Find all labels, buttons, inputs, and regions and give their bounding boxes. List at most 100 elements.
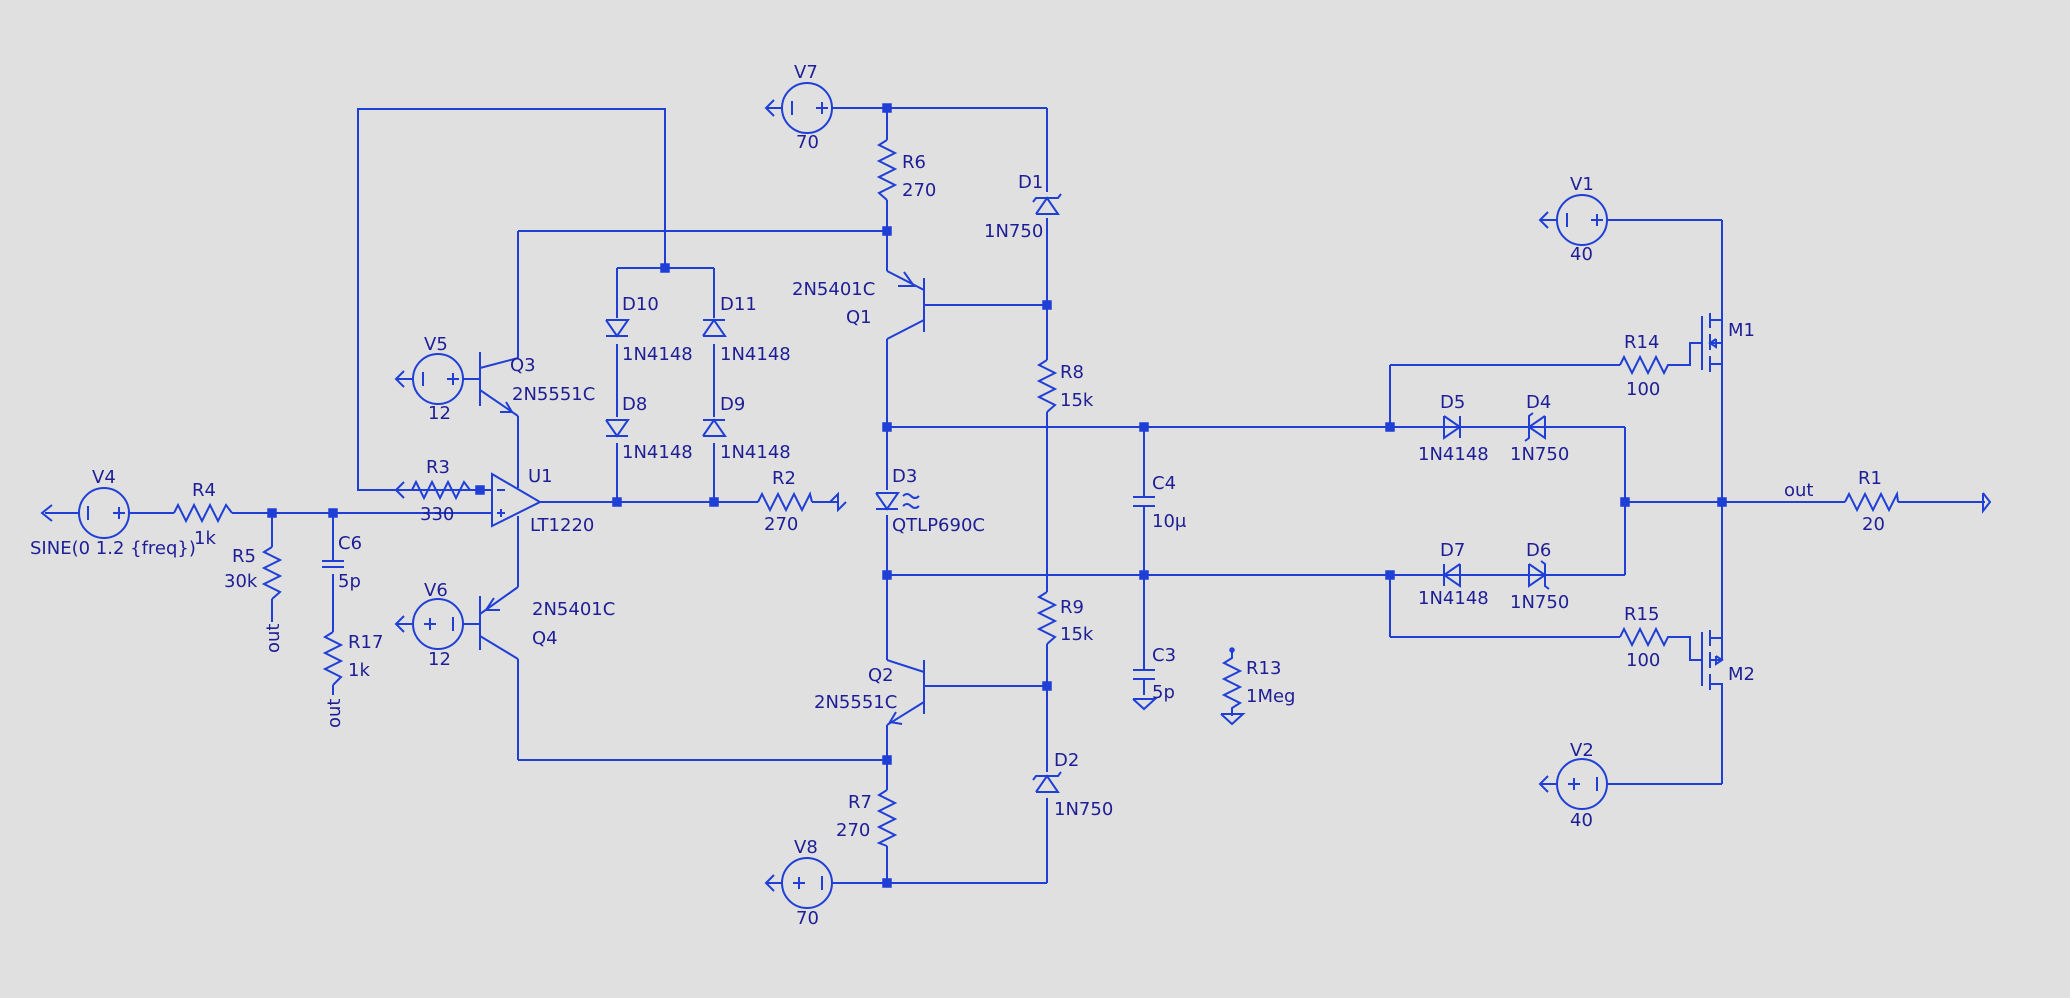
voltage-source-v6[interactable]: V6 12 <box>394 580 480 670</box>
label-c3-value: 5p <box>1152 682 1175 703</box>
label-v5-value: 12 <box>428 403 451 424</box>
resistor-r13[interactable]: R13 1Meg <box>1220 647 1295 726</box>
label-v8-value: 70 <box>796 908 819 929</box>
label-v5-name: V5 <box>424 334 448 355</box>
label-r13-name: R13 <box>1246 658 1281 679</box>
label-d4-name: D4 <box>1526 392 1551 413</box>
voltage-source-v5[interactable]: V5 12 <box>394 334 480 424</box>
resistor-r17[interactable]: R17 1k <box>322 631 383 686</box>
label-q1-value: 2N5401C <box>792 279 875 300</box>
resistor-r1[interactable]: R1 20 <box>1844 468 1992 535</box>
label-v2-name: V2 <box>1570 740 1594 761</box>
resistor-r4[interactable]: R4 1k <box>173 480 233 549</box>
voltage-source-v2[interactable]: V2 40 <box>1538 740 1608 831</box>
zener-diode-d4[interactable]: D4 1N750 <box>1510 392 1569 465</box>
label-r7-value: 270 <box>836 820 870 841</box>
resistor-r3[interactable]: R3 330 <box>394 457 471 525</box>
diode-d10[interactable]: D10 1N4148 <box>605 294 693 365</box>
label-v7-value: 70 <box>796 132 819 153</box>
transistor-q4[interactable]: 2N5401C Q4 <box>479 586 615 660</box>
label-c4-value: 10μ <box>1152 511 1187 532</box>
mosfet-m1[interactable]: M1 <box>1701 220 1755 372</box>
label-d11-value: 1N4148 <box>720 344 791 365</box>
label-d6-name: D6 <box>1526 540 1551 561</box>
resistor-r15[interactable]: R15 100 <box>1619 604 1702 671</box>
transistor-q2[interactable]: Q2 2N5551C <box>814 659 925 726</box>
transistor-q1[interactable]: 2N5401C Q1 <box>792 270 925 340</box>
label-r2-name: R2 <box>772 468 796 489</box>
label-v2-value: 40 <box>1570 810 1593 831</box>
label-r2-value: 270 <box>764 514 798 535</box>
label-d8-value: 1N4148 <box>622 442 693 463</box>
zener-diode-d6[interactable]: D6 1N750 <box>1510 540 1569 613</box>
label-r4-name: R4 <box>192 480 216 501</box>
resistor-r7[interactable]: R7 270 <box>836 789 898 847</box>
label-q1-name: Q1 <box>846 307 872 328</box>
diode-d11[interactable]: D11 1N4148 <box>702 294 791 365</box>
label-v6-value: 12 <box>428 649 451 670</box>
resistor-r9[interactable]: R9 15k <box>1036 591 1094 645</box>
opamp-u1[interactable]: U1 LT1220 <box>480 466 594 536</box>
label-d9-name: D9 <box>720 394 745 415</box>
capacitor-c3[interactable]: C3 5p <box>1132 645 1176 711</box>
mosfet-m2[interactable]: M2 <box>1701 630 1755 784</box>
label-r7-name: R7 <box>848 792 872 813</box>
diode-d8[interactable]: D8 1N4148 <box>605 394 693 463</box>
label-d7-name: D7 <box>1440 540 1465 561</box>
label-d6-value: 1N750 <box>1510 592 1569 613</box>
wires <box>45 107 1985 884</box>
label-m1-name: M1 <box>1728 320 1755 341</box>
label-r17-name: R17 <box>348 632 383 653</box>
transistor-q3[interactable]: Q3 2N5551C <box>479 352 595 417</box>
label-r5-name: R5 <box>232 546 256 567</box>
label-c6-value: 5p <box>338 571 361 592</box>
zener-diode-d1[interactable]: D1 1N750 <box>984 172 1062 242</box>
label-d7-value: 1N4148 <box>1418 588 1489 609</box>
label-v6-name: V6 <box>424 580 448 601</box>
voltage-source-v1[interactable]: V1 40 <box>1538 174 1608 265</box>
label-r3-value: 330 <box>420 504 454 525</box>
resistor-r6[interactable]: R6 270 <box>876 139 936 201</box>
label-r3-name: R3 <box>426 457 450 478</box>
label-u1-name: U1 <box>528 466 553 487</box>
diode-d9[interactable]: D9 1N4148 <box>702 394 791 463</box>
label-c6-name: C6 <box>338 533 362 554</box>
net-label-out-main: out <box>1784 480 1813 501</box>
label-r4-value: 1k <box>194 528 216 549</box>
zener-diode-d2[interactable]: D2 1N750 <box>1032 750 1113 820</box>
label-r8-value: 15k <box>1060 390 1094 411</box>
label-v1-value: 40 <box>1570 244 1593 265</box>
capacitor-c4[interactable]: C4 10μ <box>1133 473 1187 532</box>
label-q3-name: Q3 <box>510 355 536 376</box>
resistor-r14[interactable]: R14 100 <box>1619 332 1702 400</box>
diode-d5[interactable]: D5 1N4148 <box>1418 392 1489 465</box>
label-d5-name: D5 <box>1440 392 1465 413</box>
label-q3-value: 2N5551C <box>512 384 595 405</box>
led-d3[interactable]: D3 QTLP690C <box>875 466 985 536</box>
voltage-source-v7[interactable]: V7 70 <box>764 62 833 153</box>
label-r14-value: 100 <box>1626 379 1660 400</box>
label-v1-name: V1 <box>1570 174 1594 195</box>
label-r17-value: 1k <box>348 660 370 681</box>
label-q4-name: Q4 <box>532 628 558 649</box>
label-d11-name: D11 <box>720 294 757 315</box>
resistor-r8[interactable]: R8 15k <box>1036 359 1094 413</box>
label-r5-value: 30k <box>224 571 258 592</box>
net-label-out-r5: out <box>263 624 284 653</box>
label-r1-value: 20 <box>1862 514 1885 535</box>
label-d1-value: 1N750 <box>984 221 1043 242</box>
resistor-r2[interactable]: R2 270 <box>757 468 847 535</box>
label-d8-name: D8 <box>622 394 647 415</box>
label-r13-value: 1Meg <box>1246 686 1295 707</box>
label-d3-name: D3 <box>892 466 917 487</box>
net-label-out-r17: out <box>324 699 345 728</box>
label-r6-value: 270 <box>902 180 936 201</box>
label-m2-name: M2 <box>1728 664 1755 685</box>
label-v4-name: V4 <box>92 467 116 488</box>
label-r15-name: R15 <box>1624 604 1659 625</box>
resistor-r5[interactable]: R5 30k <box>224 546 283 600</box>
voltage-source-v8[interactable]: V8 70 <box>764 837 833 929</box>
diode-d7[interactable]: D7 1N4148 <box>1418 540 1489 609</box>
capacitor-c6[interactable]: C6 5p <box>322 533 362 592</box>
voltage-source-v4[interactable]: V4 SINE(0 1.2 {freq}) <box>30 467 196 559</box>
